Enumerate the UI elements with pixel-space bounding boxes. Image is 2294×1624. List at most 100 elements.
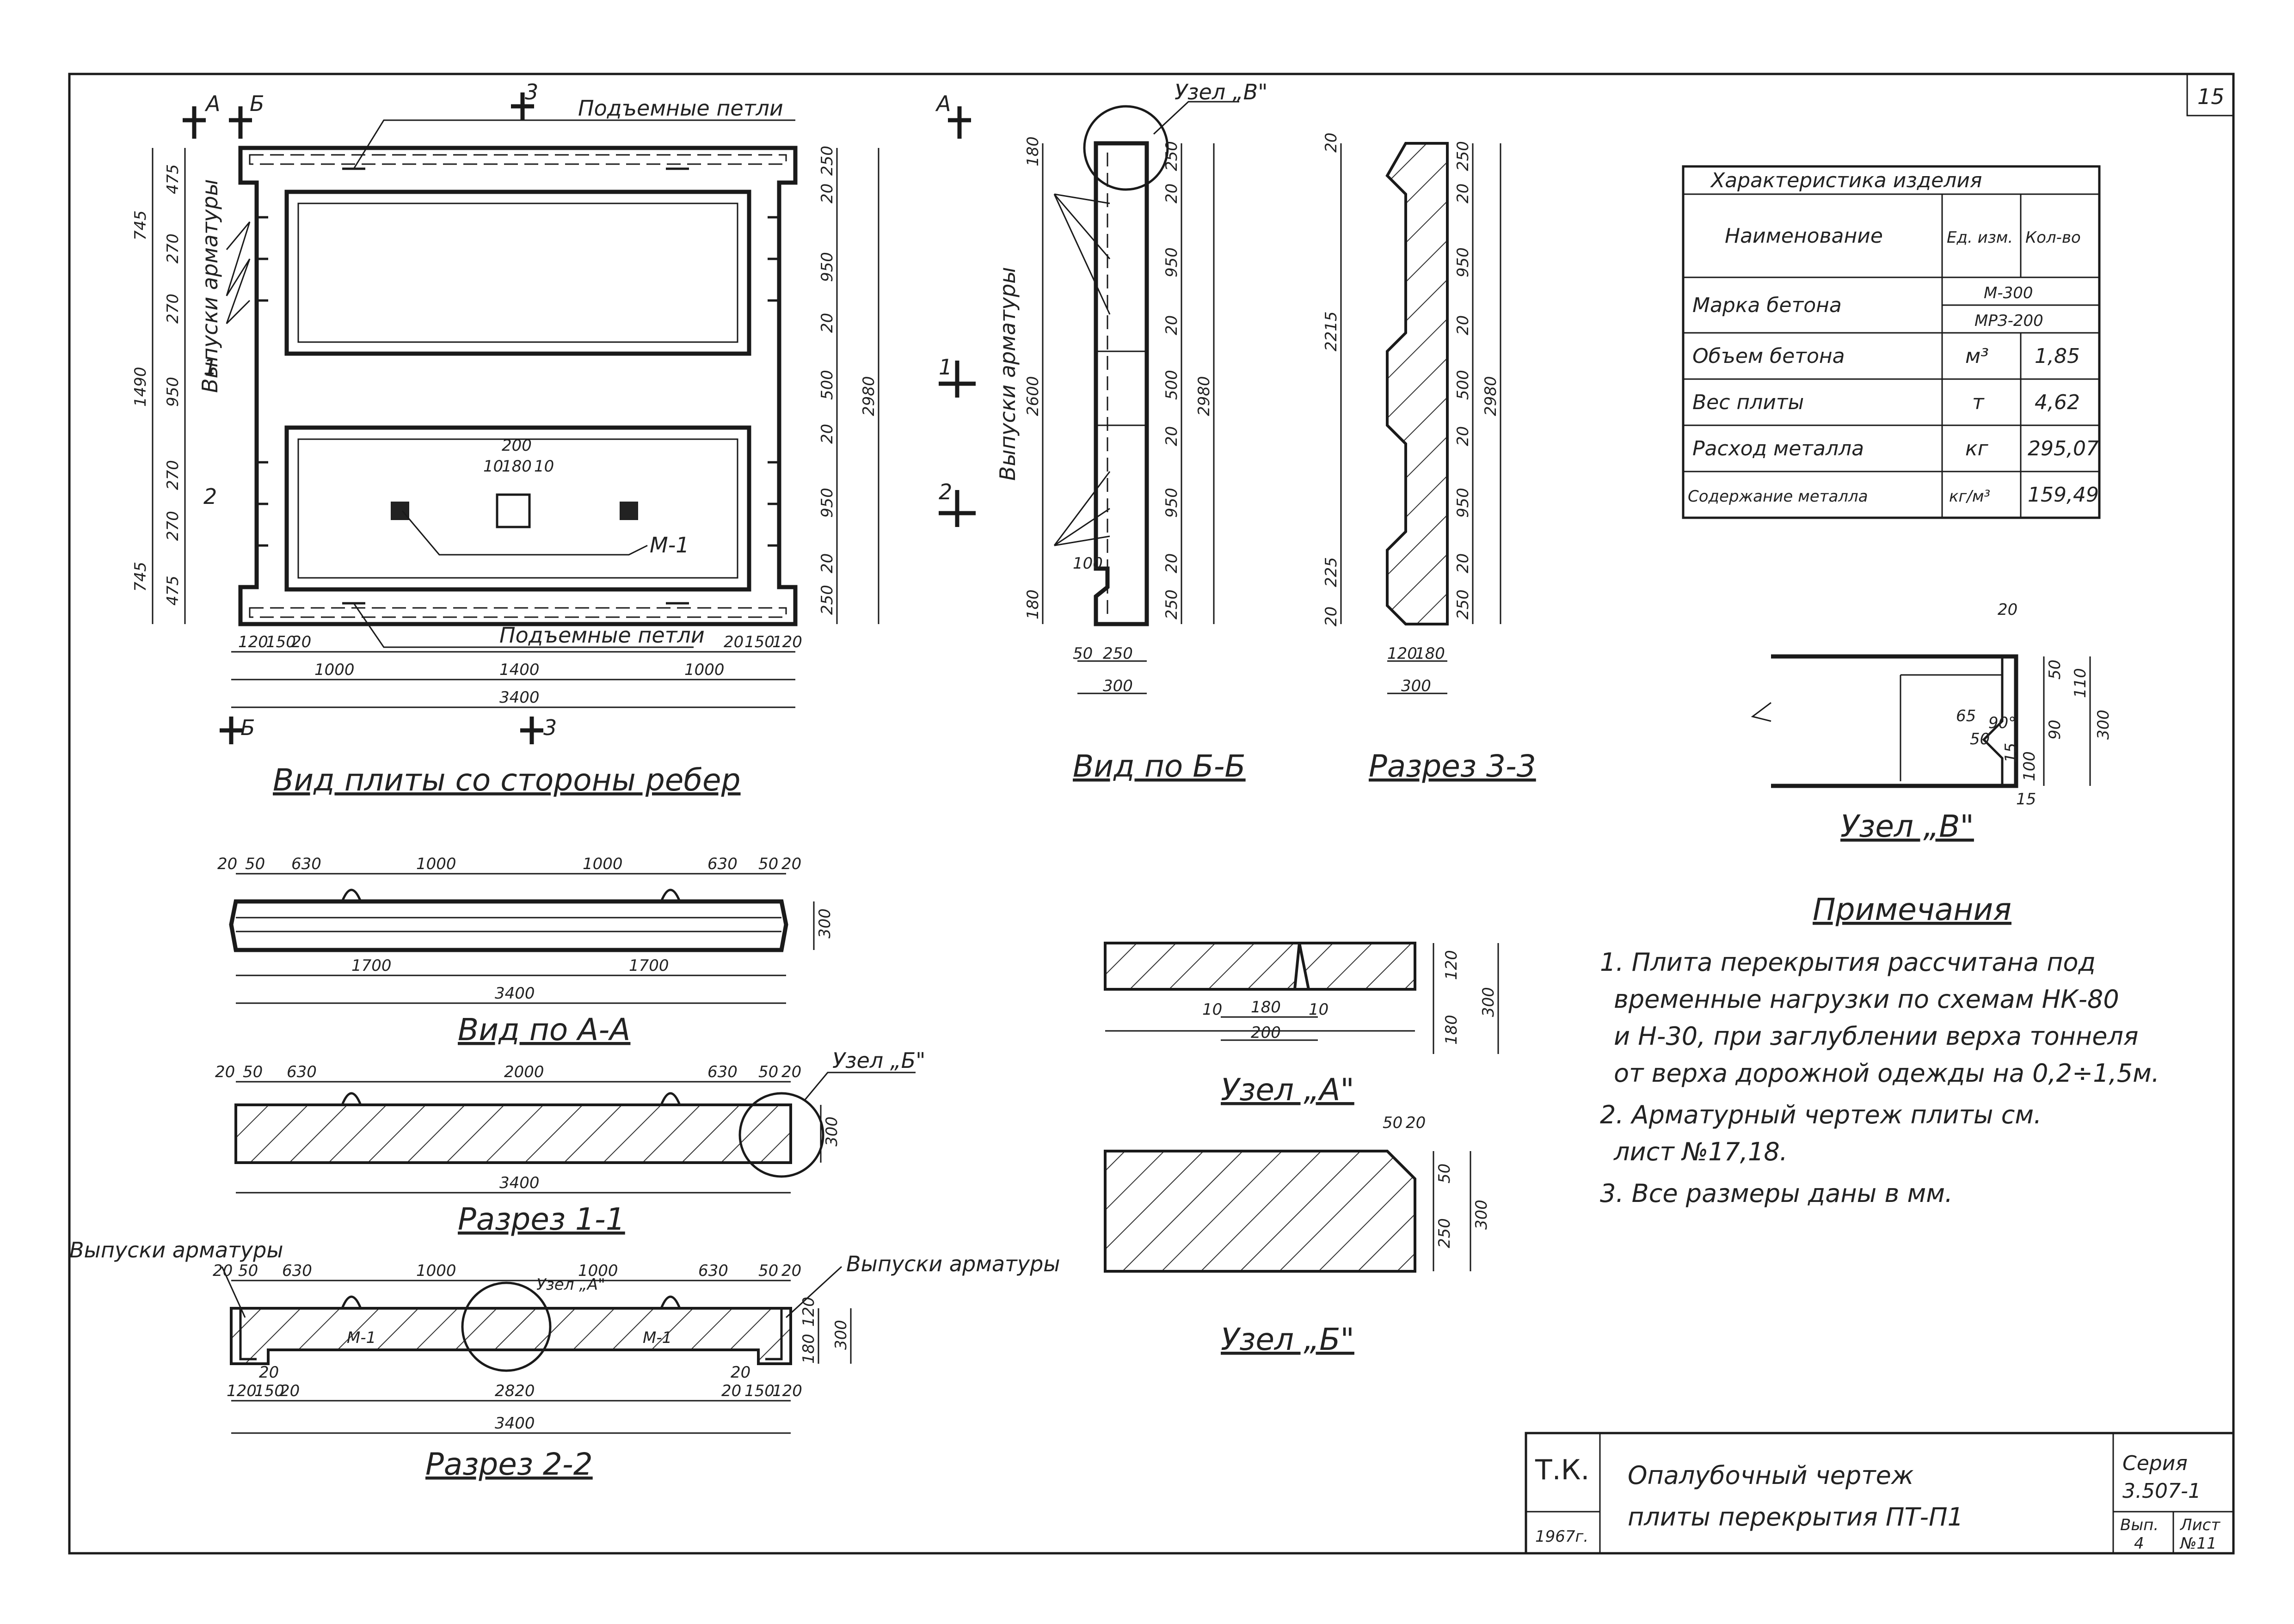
node-v-dim-110: 110 [2071,668,2090,698]
notes-title: Примечания [1813,892,2011,927]
s2-dim-150-r: 150 [744,1382,775,1400]
view-b-dim-2600: 2600 [1024,376,1042,416]
node-b-dim-300: 300 [1472,1200,1491,1230]
node-b-title: Узел „Б" [1221,1322,1354,1357]
view-a-dim-20-r: 20 [781,855,801,873]
node-b-circle [738,1092,824,1178]
node-a-dim-180-h: 180 [1442,1015,1461,1045]
section-3-title: Разрез 3-3 [1369,748,1536,784]
table-header-unit: Ед. изм. [1947,228,2013,247]
row-concrete-volume-name: Объем бетона [1692,344,1845,368]
s3-dim-20-a: 20 [1454,184,1472,203]
dim-bottom-120-left: 120 [238,633,268,651]
node-v-title: Узел „В" [1840,809,1974,844]
tb-series-value: 3.507-1 [2122,1479,2201,1503]
dim-bottom-20-right: 20 [724,633,744,651]
node-a-title: Узел „А" [1221,1072,1354,1108]
embedded-part-right [620,502,638,520]
panel-lower [284,425,751,592]
dim-right-950-bottom: 950 [818,488,836,518]
embedded-part-left [391,502,409,520]
m1-leader [401,510,648,556]
s1-dim-630-r: 630 [707,1063,738,1081]
view-a-dim-50-r: 50 [758,855,778,873]
dim-left-270-d: 270 [164,511,182,541]
row-concrete-grade-value2: МРЗ-200 [1974,312,2043,330]
dim-bottom-1000-left: 1000 [314,661,355,679]
dim-left-270-c: 270 [164,460,182,490]
slab-outline [238,146,798,626]
mark-3-top: 3 [525,80,538,104]
s3-dim-20-d: 20 [1454,553,1472,573]
s1-dim-2000: 2000 [504,1063,544,1081]
embedded-part-center [496,493,531,528]
s2-dim-20-r-c: 20 [731,1363,750,1382]
s2-dim-150-l: 150 [254,1382,284,1400]
dim-right-500: 500 [818,370,836,400]
section-2-title: Разрез 2-2 [425,1446,593,1482]
view-a-dim-20-l: 20 [217,855,237,873]
view-b-dim-180-bottom: 180 [1024,589,1042,619]
view-b-dim-20-b: 20 [1162,315,1181,335]
s2-dim-20-l-c: 20 [259,1363,279,1382]
rib-top-dashed [249,154,787,165]
dim-right-250-top: 250 [818,146,836,176]
node-b-dim-50-v: 50 [1435,1164,1454,1183]
s2-dim-50-r: 50 [758,1262,778,1280]
view-b-dim-20-a: 20 [1162,184,1181,203]
notes-line-6: лист №17,18. [1613,1137,1788,1166]
dim-left-475-top: 475 [164,164,182,194]
node-v-dim-15a: 15 [2002,743,2020,763]
s3-dim-20-b: 20 [1454,315,1472,335]
row-slab-weight-unit: т [1972,391,1985,414]
section-2-embedded-left: М-1 [347,1329,376,1347]
node-a-dim-180: 180 [1251,998,1281,1017]
node-v-dim-90: 90 [2046,720,2064,740]
node-b-dim-50: 50 [1383,1114,1402,1132]
s2-dim-1000-r: 1000 [578,1262,618,1280]
view-b-title: Вид по Б-Б [1073,748,1246,784]
s2-dim-3400: 3400 [495,1414,535,1433]
dim-bottom-120-right: 120 [772,633,802,651]
sheet-number: 15 [2197,84,2225,109]
dim-left-950: 950 [164,377,182,407]
loops-bottom-label: Подъемные петли [499,623,705,648]
view-a-dim-630-l: 630 [291,855,321,873]
dim-bottom-150-right: 150 [744,633,775,651]
tb-org: Т.К. [1535,1454,1589,1486]
mark-b-top: Б [250,91,264,116]
s2-dim-630-r: 630 [698,1262,728,1280]
view-a-dim-1700-l: 1700 [351,956,392,975]
row-slab-weight-name: Вес плиты [1692,391,1804,414]
node-a-dim-120: 120 [1442,950,1461,980]
section-1-node-ref: Узел „Б" [832,1048,925,1073]
tb-title-line1: Опалубочный чертеж [1628,1461,1914,1490]
section-1-1: Узел „Б" 20 50 630 2000 630 50 20 3400 3… [215,1048,925,1237]
panel-lower-inner [297,438,738,579]
s3-dim-120: 120 [1387,644,1417,663]
rib-bottom-dashed [249,607,787,618]
node-v: 20 50 110 300 65 90° 50 15 100 90 15 Узе… [1751,601,2113,844]
tb-title-line2: плиты перекрытия ПТ-П1 [1628,1502,1963,1532]
s1-dim-50-l: 50 [243,1063,263,1081]
loops-top-leader [353,119,795,169]
row-concrete-volume-unit: м³ [1965,344,1989,368]
view-b-rebar-label: Выпуски арматуры [995,267,1020,481]
sheet-frame [68,73,2235,1555]
table-caption: Характеристика изделия [1710,169,1982,192]
mark-a-right: А [935,91,951,116]
row-metal-content-unit: кг/м³ [1949,487,1990,506]
tb-sheet-label: Лист [2179,1516,2220,1534]
node-b-dim-20: 20 [1406,1114,1426,1132]
notes-line-4: от верха дорожной одежды на 0,2÷1,5м. [1614,1059,2159,1088]
view-b-dim-2980: 2980 [1195,376,1213,416]
section-2-embedded-right: М-1 [643,1329,672,1347]
dim-left-475-bottom: 475 [164,576,182,606]
section-2-node-ref: Узел „А" [536,1275,605,1294]
s2-dim-120-l: 120 [227,1382,257,1400]
panel-upper-inner [297,202,738,343]
node-b: 50 20 50 250 300 Узел „Б" [1104,1114,1491,1357]
panel-upper [284,190,751,356]
